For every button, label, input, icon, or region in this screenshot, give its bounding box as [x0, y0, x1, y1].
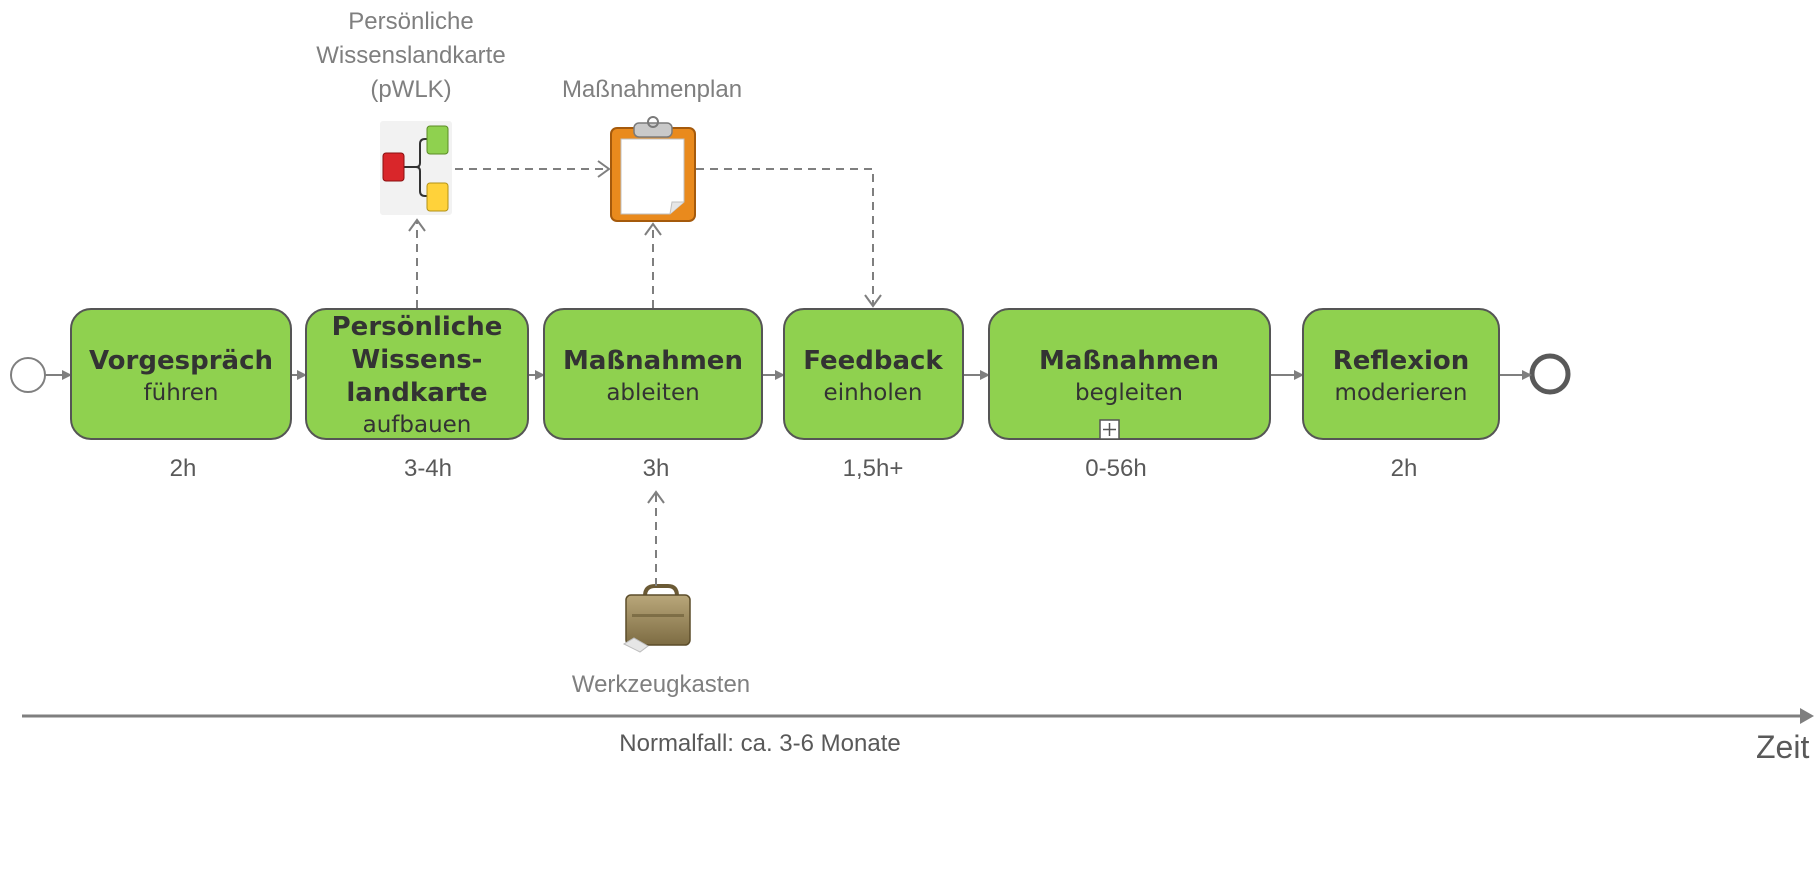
durations: 2h 3-4h 3h 1,5h+ 0-56h 2h [170, 455, 1418, 482]
association-plan-to-feedback [696, 168, 874, 305]
task-massnahmen-ableiten: Maßnahmen ableiten [543, 308, 763, 440]
task-wissenslandkarte: Persönliche Wissens- landkarte aufbauen [305, 308, 529, 440]
task-subtitle: moderieren [1335, 380, 1468, 406]
artifact-label-line: Persönliche [348, 8, 473, 35]
start-event [10, 357, 46, 393]
timeline: Normalfall: ca. 3-6 Monate Zeit [22, 708, 1814, 765]
clipboard-icon [610, 116, 696, 222]
task-subtitle: aufbauen [363, 412, 472, 438]
duration-label: 3-4h [404, 455, 452, 482]
artifact-massnahmenplan: Maßnahmenplan [562, 76, 742, 222]
timeline-arrow-icon [1800, 708, 1814, 724]
artifact-label: Maßnahmenplan [562, 76, 742, 103]
task-title: Feedback [803, 346, 943, 376]
task-subtitle: führen [144, 380, 219, 406]
task-massnahmen-begleiten: Maßnahmen begleiten [988, 308, 1271, 440]
duration-label: 2h [1391, 455, 1418, 482]
artifact-werkzeugkasten: Werkzeugkasten [572, 584, 750, 698]
artifact-label-line: Wissenslandkarte [316, 42, 505, 69]
task-feedback: Feedback einholen [783, 308, 964, 440]
open-arrow-head [408, 218, 426, 232]
open-arrow-head [647, 490, 665, 504]
task-vorgespraech: Vorgespräch führen [70, 308, 292, 440]
artifact-label-line: (pWLK) [370, 76, 451, 103]
task-subtitle: einholen [824, 380, 923, 406]
task-title-line-1: Persönliche [332, 312, 503, 342]
task-title-line-3: landkarte [346, 378, 487, 408]
task-title: Vorgespräch [89, 346, 273, 376]
artifact-label: Werkzeugkasten [572, 671, 750, 698]
timeline-label: Normalfall: ca. 3-6 Monate [619, 730, 900, 757]
task-title: Maßnahmen [1039, 346, 1219, 376]
briefcase-icon [622, 584, 691, 653]
subprocess-marker-icon [1099, 419, 1120, 440]
associations [408, 160, 882, 586]
duration-label: 1,5h+ [843, 455, 904, 482]
duration-label: 2h [170, 455, 197, 482]
duration-label: 3h [643, 455, 670, 482]
end-event [1529, 353, 1571, 395]
task-title: Maßnahmen [563, 346, 743, 376]
artifact-pwlk: Persönliche Wissenslandkarte (pWLK) [316, 8, 506, 215]
duration-label: 0-56h [1085, 455, 1146, 482]
task-title: Reflexion [1333, 346, 1470, 376]
open-arrow-head [864, 294, 882, 308]
mindmap-icon [380, 121, 452, 215]
task-title-line-2: Wissens- [352, 345, 483, 375]
open-arrow-head [644, 222, 662, 236]
timeline-axis-title: Zeit [1756, 729, 1809, 765]
task-subtitle: ableiten [606, 380, 699, 406]
open-arrow-head [597, 160, 611, 178]
task-reflexion: Reflexion moderieren [1302, 308, 1500, 440]
task-subtitle: begleiten [1075, 380, 1183, 406]
